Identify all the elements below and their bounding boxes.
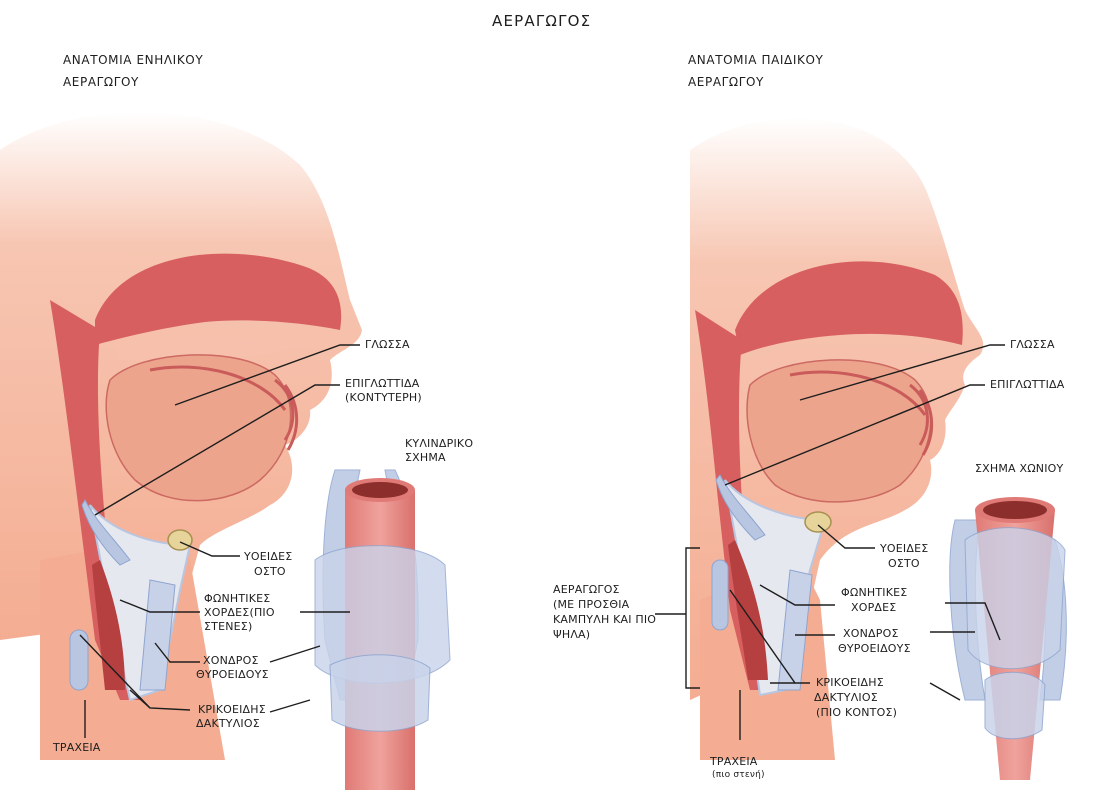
adult-label-vocal-cords-2: ΧΟΡΔΕΣ(ΠΙΟ [204, 606, 275, 620]
adult-label-epiglottis: ΕΠΙΓΛΩΤΤΙΔΑ [345, 377, 419, 391]
adult-heading-line1: ΑΝΑΤΟΜΙΑ ΕΝΗΛΙΚΟΥ [63, 50, 203, 70]
child-tongue [747, 360, 931, 502]
diagram-title: ΑΕΡΑΓΩΓΟΣ [492, 14, 591, 28]
adult-label-cricoid-2: ΔΑΚΤΥΛΙΟΣ [196, 717, 260, 731]
adult-label-hyoid-2: ΟΣΤΟ [254, 565, 286, 579]
adult-heading-line2: ΑΕΡΑΓΩΓΟΥ [63, 72, 139, 92]
child-label-thyroid-2: ΘΥΡΟΕΙΔΟΥΣ [838, 642, 911, 656]
adult-label-epiglottis-note: (ΚΟΝΤΥΤΕΡΗ) [345, 391, 422, 405]
child-label-vocal-cords: ΦΩΝΗΤΙΚΕΣ [841, 586, 907, 600]
adult-label-shape: ΚΥΛΙΝΔΡΙΚΟ [405, 437, 473, 451]
child-label-trachea-2: (πιο στενή) [712, 770, 765, 781]
child-label-vocal-cords-2: ΧΟΡΔΕΣ [851, 601, 896, 615]
child-label-shape: ΣΧΗΜΑ ΧΩΝΙΟΥ [975, 462, 1063, 476]
adult-label-trachea: ΤΡΑΧΕΙΑ [53, 741, 101, 755]
adult-label-vocal-cords: ΦΩΝΗΤΙΚΕΣ [204, 592, 270, 606]
child-label-hyoid-2: ΟΣΤΟ [888, 557, 920, 571]
child-label-cricoid-2: ΔΑΚΤΥΛΙΟΣ [814, 691, 878, 705]
child-label-tongue: ΓΛΩΣΣΑ [1010, 338, 1055, 352]
child-heading-line2: ΑΕΡΑΓΩΓΟΥ [688, 72, 764, 92]
child-label-airway-2: (ΜΕ ΠΡΟΣΘΙΑ [553, 598, 629, 612]
adult-label-tongue: ΓΛΩΣΣΑ [365, 338, 410, 352]
adult-label-shape-2: ΣΧΗΜΑ [405, 451, 446, 465]
adult-label-thyroid: ΧΟΝΔΡΟΣ [203, 654, 259, 668]
child-label-epiglottis: ΕΠΙΓΛΩΤΤΙΔΑ [990, 378, 1064, 392]
child-heading-line1: ΑΝΑΤΟΜΙΑ ΠΑΙΔΙΚΟΥ [688, 50, 823, 70]
adult-label-thyroid-2: ΘΥΡΟΕΙΔΟΥΣ [196, 668, 269, 682]
child-funnel-airway [950, 497, 1067, 780]
adult-head-illustration [0, 112, 362, 760]
child-label-airway-4: ΨΗΛΑ) [553, 628, 590, 642]
child-label-airway: ΑΕΡΑΓΩΓΟΣ [553, 583, 620, 597]
adult-label-vocal-cords-3: ΣΤΕΝΕΣ) [204, 620, 252, 634]
child-label-hyoid: ΥΟΕΙΔΕΣ [880, 542, 928, 556]
child-label-cricoid-3: (ΠΙΟ ΚΟΝΤΟΣ) [816, 706, 897, 720]
adult-cartilage-front [70, 630, 88, 690]
child-label-airway-3: ΚΑΜΠΥΛΗ ΚΑΙ ΠΙΟ [553, 613, 656, 627]
adult-label-cricoid: ΚΡΙΚΟΕΙΔΗΣ [198, 703, 266, 717]
adult-hyoid-shape [168, 530, 192, 550]
adult-label-hyoid: ΥΟΕΙΔΕΣ [244, 550, 292, 564]
child-label-trachea: ΤΡΑΧΕΙΑ [710, 755, 758, 769]
child-cartilage-front [712, 560, 728, 630]
child-label-thyroid: ΧΟΝΔΡΟΣ [843, 627, 899, 641]
child-hyoid-shape [805, 512, 831, 532]
adult-cylindrical-airway [315, 470, 450, 790]
child-label-cricoid: ΚΡΙΚΟΕΙΔΗΣ [816, 676, 884, 690]
